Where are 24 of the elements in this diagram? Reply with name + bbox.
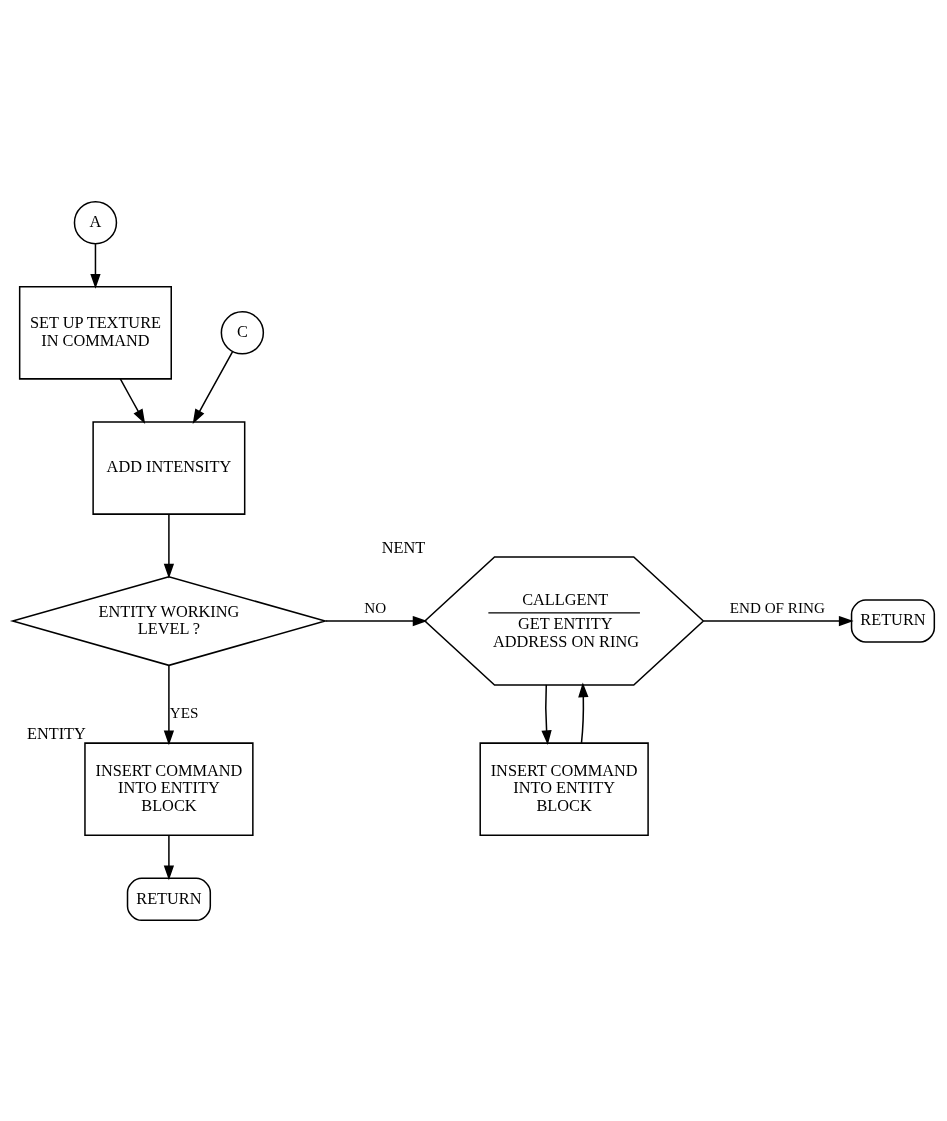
node-box: SET UP TEXTURE IN COMMAND <box>18 285 172 380</box>
node-label: NENT <box>381 537 426 557</box>
edge-label: END OF RING <box>729 598 825 616</box>
node-label: ENTITY <box>26 723 86 743</box>
arrow <box>90 242 101 289</box>
node-box: INSERT COMMAND INTO ENTITY BLOCK <box>84 741 254 836</box>
arrow <box>163 513 175 579</box>
edge-label: NO <box>364 598 387 616</box>
arrow <box>119 377 146 424</box>
arrow <box>578 682 589 744</box>
edge-label: YES <box>169 703 199 721</box>
node-box: ADD INTENSITY <box>92 420 246 515</box>
arrow <box>541 683 552 745</box>
node-box: INSERT COMMAND INTO ENTITY BLOCK <box>479 741 649 836</box>
node-box: RETURN <box>126 877 212 921</box>
node-box: RETURN <box>850 598 936 643</box>
node-circle: A <box>73 200 118 244</box>
arrow <box>192 350 234 424</box>
arrow <box>702 615 854 626</box>
node-circle: C <box>220 310 265 355</box>
arrow <box>163 664 175 745</box>
arrow <box>163 834 175 880</box>
node-diamond: ENTITY WORKING LEVEL ? <box>9 575 328 666</box>
arrow <box>324 615 428 626</box>
